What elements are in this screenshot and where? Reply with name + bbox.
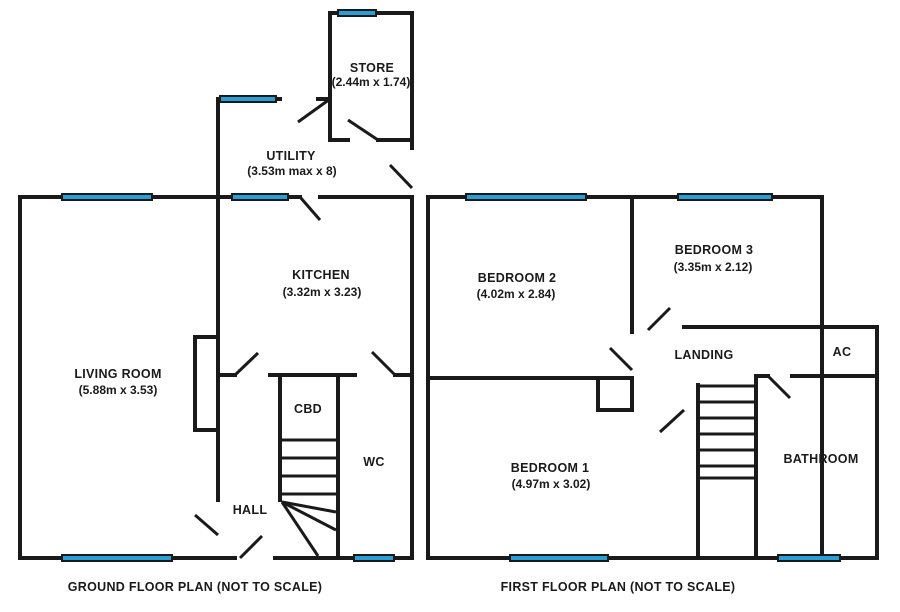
bedroom-1-closet: [596, 376, 634, 412]
bedroom-2-door: [608, 346, 634, 372]
window-icon: [465, 193, 587, 201]
hall-label: HALL: [233, 503, 268, 517]
window-icon: [61, 193, 153, 201]
wc-label: WC: [363, 455, 384, 469]
ground-floor-caption: GROUND FLOOR PLAN (NOT TO SCALE): [68, 580, 323, 594]
window-icon: [353, 554, 395, 562]
bedroom-2-size: (4.02m x 2.84): [477, 287, 556, 301]
first-floor-caption: FIRST FLOOR PLAN (NOT TO SCALE): [501, 580, 736, 594]
window-icon: [677, 193, 773, 201]
first-floor-stairs: [700, 384, 754, 480]
bedroom-2-label: BEDROOM 2: [478, 271, 556, 285]
kitchen-size: (3.32m x 3.23): [283, 285, 362, 299]
store-door: [347, 118, 379, 142]
chimney-breast: [193, 335, 220, 432]
first-floor-walls: [426, 195, 879, 560]
stair-winder: [281, 500, 337, 532]
utility-label: UTILITY: [266, 149, 316, 163]
bathroom-door: [766, 374, 792, 400]
bedroom-1-door: [658, 408, 686, 434]
first-floor-windows: [465, 193, 841, 562]
store-label: STORE: [350, 61, 394, 75]
window-icon: [231, 193, 289, 201]
bathroom-extension-wall: [820, 325, 879, 560]
landing-label: LANDING: [674, 348, 733, 362]
bedroom-1-label: BEDROOM 1: [511, 461, 589, 475]
kitchen-wc-door: [370, 350, 397, 377]
bedroom-1-size: (4.97m x 3.02): [512, 477, 591, 491]
bedroom-3-door: [646, 306, 672, 332]
cbd-label: CBD: [294, 402, 322, 416]
kitchen-label: KITCHEN: [292, 268, 350, 282]
living-hall-door: [194, 513, 219, 537]
window-icon: [337, 9, 377, 17]
kitchen-hall-door: [233, 351, 260, 377]
store-size: (2.44m x 1.74): [332, 75, 411, 89]
bedroom-3-label: BEDROOM 3: [675, 243, 753, 257]
utility-size: (3.53m max x 8): [247, 164, 336, 178]
kitchen-utility-door: [298, 196, 322, 221]
ground-floor-stairs: [280, 438, 337, 557]
window-icon: [777, 554, 841, 562]
front-door: [238, 534, 264, 560]
living-room-label: LIVING ROOM: [74, 367, 161, 381]
first-floor-doors: [608, 306, 792, 434]
window-icon: [509, 554, 609, 562]
stair-winder: [281, 500, 337, 514]
store-left-wall: [316, 97, 350, 142]
utility-door: [297, 97, 331, 124]
living-room-size: (5.88m x 3.53): [79, 383, 158, 397]
window-icon: [61, 554, 173, 562]
ground-floor-doors: [194, 97, 414, 560]
bedroom-3-size: (3.35m x 2.12): [674, 260, 753, 274]
ac-label: AC: [833, 345, 852, 359]
stair-winder: [280, 501, 320, 557]
window-icon: [219, 95, 277, 103]
utility-back-door: [388, 163, 414, 190]
bathroom-label: BATHROOM: [783, 452, 858, 466]
ground-floor-windows: [61, 9, 395, 562]
